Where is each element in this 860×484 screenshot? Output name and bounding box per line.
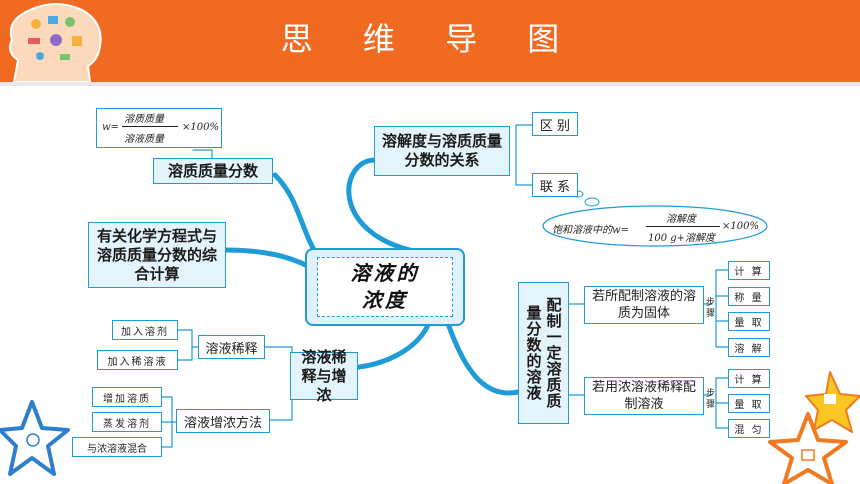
preparation-node: 量分数的溶液 配制一定溶质质 — [518, 282, 569, 424]
concentrated-step-1: 计 算 — [728, 369, 770, 388]
saturated-formula-prefix: 饱和溶液中的w= — [552, 225, 629, 236]
concentrate-item-add-solute: 增加溶质 — [92, 387, 162, 407]
dilution-node: 溶液稀释 — [198, 335, 265, 359]
concentrated-step-2: 量 取 — [728, 394, 770, 413]
solid-solute-node: 若所配制溶液的溶质为固体 — [584, 286, 704, 324]
mass-fraction-formula-lhs: w= — [102, 122, 119, 133]
saturated-formula-suffix: ×100% — [722, 221, 759, 232]
dilute-item-solvent: 加入溶剂 — [112, 320, 178, 340]
saturated-formula-denominator: 100 g+溶解度 — [648, 233, 716, 244]
mass-fraction-fraction-bar — [122, 126, 178, 127]
mass-fraction-suffix: ×100% — [182, 122, 219, 133]
solid-step-1: 计 算 — [728, 261, 770, 280]
preparation-label-col2: 量分数的溶液 — [524, 305, 543, 401]
concentrate-item-evaporate: 蒸发溶剂 — [92, 412, 162, 432]
header-bar — [0, 0, 860, 82]
mass-fraction-numerator: 溶质质量 — [124, 114, 164, 125]
center-node: 溶液的浓度 — [305, 248, 465, 326]
preparation-label-col1: 配制一定溶质质 — [544, 297, 563, 409]
concentrated-steps-label: 步骤 — [706, 389, 716, 410]
solid-step-2: 称 量 — [728, 287, 770, 306]
mass-fraction-formula-box — [96, 108, 222, 148]
dilute-item-dilute-solution: 加入稀溶液 — [97, 350, 178, 370]
concentrated-step-3: 混 匀 — [728, 419, 770, 438]
center-node-inner: 溶液的浓度 — [317, 257, 453, 317]
difference-node: 区 别 — [532, 112, 578, 136]
solubility-relation-node: 溶解度与溶质质量分数的关系 — [374, 126, 510, 176]
header-divider — [0, 82, 860, 86]
mass-fraction-node: 溶质质量分数 — [153, 158, 273, 184]
saturated-formula-numerator: 溶解度 — [666, 214, 696, 225]
solid-step-3: 量 取 — [728, 312, 770, 331]
connection-node: 联 系 — [532, 173, 578, 197]
dilution-concentration-node: 溶液稀释与增浓 — [290, 348, 358, 404]
page-title: 思 维 导 图 — [280, 20, 580, 58]
concentrated-solution-node: 若用浓溶液稀释配制溶液 — [584, 377, 704, 415]
mass-fraction-denominator: 溶液质量 — [124, 134, 164, 145]
center-label: 溶液的浓度 — [350, 261, 420, 312]
concentration-method-node: 溶液增浓方法 — [176, 409, 270, 433]
brain-head-icon — [9, 3, 102, 82]
solid-steps-label: 步骤 — [706, 298, 716, 319]
calculation-node: 有关化学方程式与溶质质量分数的综合计算 — [88, 222, 226, 288]
concentrate-item-mix: 与浓溶液混合 — [72, 437, 162, 457]
solid-step-4: 溶 解 — [728, 338, 770, 357]
saturated-fraction-bar — [646, 226, 720, 227]
